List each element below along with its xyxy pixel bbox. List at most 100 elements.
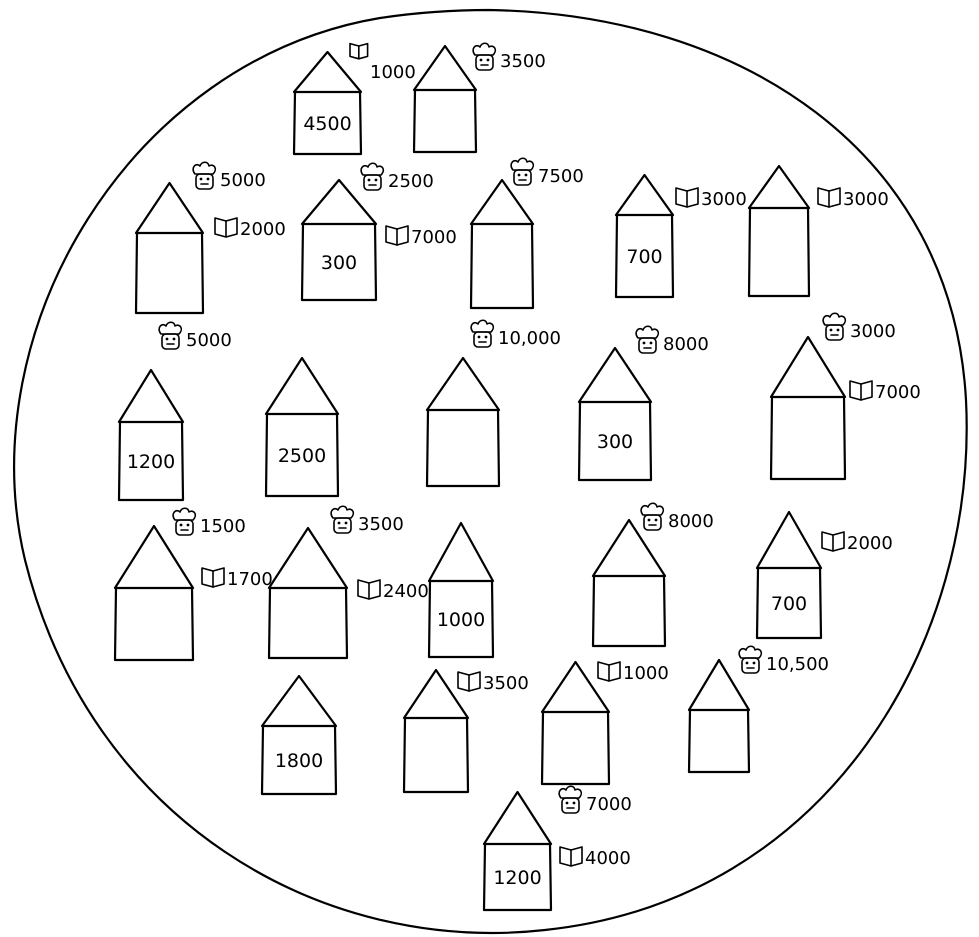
house-value: 4500 [303, 113, 351, 135]
house-annotation: 8000 [635, 325, 709, 355]
house-roof [577, 346, 653, 404]
annotation-value: 10,500 [766, 654, 829, 675]
house: 3500 [402, 668, 529, 794]
house: 4500 1000 [292, 42, 416, 156]
house-body [755, 566, 823, 640]
house-roof [687, 658, 751, 712]
house-value: 1800 [275, 750, 323, 772]
house-body [292, 90, 363, 156]
town-boundary [13, 8, 968, 935]
house-annotation: 7500 [510, 157, 584, 187]
house-body [264, 412, 340, 498]
house-body [267, 586, 349, 660]
house-roof [267, 526, 349, 590]
house: 10,000 [425, 319, 561, 488]
annotation-value: 3000 [850, 321, 896, 342]
house: 1800 [260, 674, 338, 796]
book-icon [817, 187, 841, 208]
house-roof [300, 178, 378, 226]
annotation-value: 4000 [585, 848, 631, 869]
annotation-value: 3000 [843, 189, 889, 210]
house-body [591, 574, 667, 648]
chef-icon [360, 162, 385, 191]
house-annotation: 5000 [192, 161, 266, 191]
chef-icon [738, 645, 763, 674]
house-body [577, 400, 653, 482]
house-roof [260, 674, 338, 728]
annotation-value: 2500 [388, 171, 434, 192]
house-body [412, 88, 478, 154]
chef-icon [472, 42, 497, 71]
house-roof [264, 356, 340, 416]
book-icon [357, 579, 381, 600]
house-roof [134, 181, 205, 235]
annotation-value: 7000 [411, 227, 457, 248]
house-annotation: 10,000 [470, 319, 561, 349]
house-annotation: 3500 [457, 671, 529, 694]
annotation-value: 10,000 [498, 328, 561, 349]
book-icon [385, 225, 409, 246]
book-icon [675, 187, 699, 208]
book-icon [597, 661, 621, 682]
house-value: 1000 [437, 609, 485, 631]
house-body [747, 206, 811, 298]
annotation-value: 7000 [875, 382, 921, 403]
annotation-value: 1000 [623, 663, 669, 684]
annotation-value: 3000 [701, 189, 747, 210]
chef-icon [822, 312, 847, 341]
chef-icon [192, 161, 217, 190]
house-body [260, 724, 338, 796]
house-annotation: 1700 [201, 567, 273, 590]
house-roof [425, 356, 501, 412]
annotation-value: 2400 [383, 581, 429, 602]
house-roof [769, 335, 847, 399]
house-body [687, 708, 751, 774]
houses-layer: 4500100035005000200030025007000750070030… [113, 42, 921, 912]
house-body [134, 231, 205, 315]
house-roof [117, 368, 185, 424]
book-icon [821, 531, 845, 552]
house-annotation: 5000 [158, 321, 232, 351]
house-roof [402, 668, 470, 720]
house: 10,500 [687, 645, 829, 774]
house: 7500 [469, 157, 584, 310]
annotation-value: 2000 [847, 533, 893, 554]
chef-icon [640, 502, 665, 531]
annotation-value: 7500 [538, 166, 584, 187]
house-body [482, 842, 553, 912]
house-body [427, 579, 495, 659]
house-body [540, 710, 611, 786]
chef-icon [635, 325, 660, 354]
house-roof [755, 510, 823, 570]
book-icon [559, 846, 583, 867]
chef-icon [158, 321, 183, 350]
house: 1000 [540, 660, 669, 786]
book-icon [457, 671, 481, 692]
house-value: 700 [626, 246, 662, 268]
book-icon [849, 380, 873, 401]
house-annotation: 1000 [349, 42, 416, 83]
house-annotation: 3000 [822, 312, 896, 342]
annotation-value: 3500 [358, 514, 404, 535]
annotation-value: 1700 [227, 569, 273, 590]
house-body [113, 586, 195, 662]
house: 1000 [427, 521, 495, 659]
house-roof [469, 178, 535, 226]
house: 3000 [747, 164, 889, 298]
house-roof [540, 660, 611, 714]
house: 3500 2400 [267, 505, 429, 660]
house-body [469, 222, 535, 310]
house-roof [614, 173, 675, 217]
house-annotation: 7000 [849, 380, 921, 403]
house-roof [292, 50, 363, 94]
annotation-value: 8000 [663, 334, 709, 355]
house-annotation: 7000 [558, 785, 632, 815]
chef-icon [510, 157, 535, 186]
house-body [117, 420, 185, 502]
